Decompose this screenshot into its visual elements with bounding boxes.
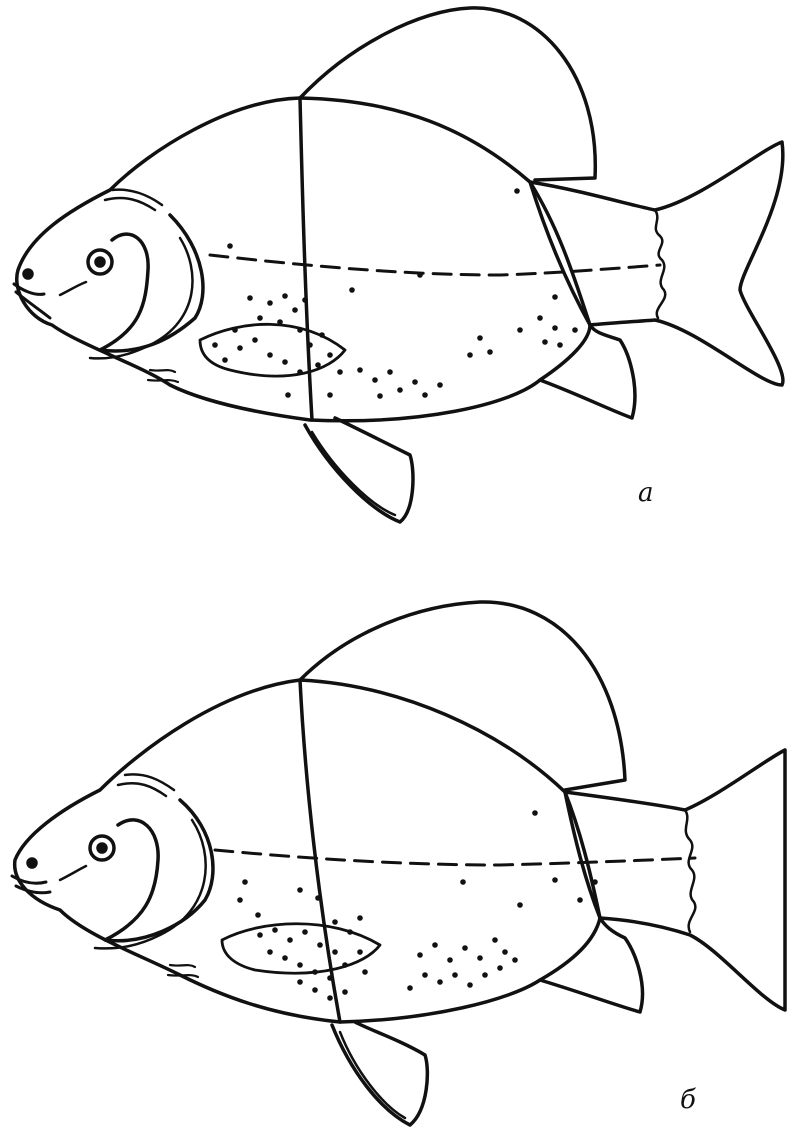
pectoral-fin: [200, 324, 345, 376]
fish-illustration-a: а: [0, 0, 790, 540]
panel-label-b: б: [680, 1085, 696, 1115]
lateral-line: [210, 255, 660, 275]
tail-scale-border: [685, 810, 695, 932]
pelvic-fin: [332, 1022, 427, 1125]
gill-cover: [105, 800, 213, 941]
mouth: [12, 876, 50, 893]
eye-pupil: [96, 258, 104, 266]
peduncle-line: [530, 182, 590, 325]
fish-illustration-b: б: [0, 580, 790, 1131]
eye-pupil: [98, 844, 106, 852]
fish-drawing-a: [0, 0, 790, 540]
nostril: [28, 859, 36, 867]
anal-fin: [540, 918, 642, 1012]
lateral-line: [215, 850, 695, 865]
fish-drawing-b: [0, 580, 790, 1131]
nostril: [24, 270, 32, 278]
spots-group-a: [212, 188, 578, 399]
panel-label-a: а: [638, 478, 654, 508]
dorsal-fin: [300, 8, 595, 180]
gill-cover: [100, 215, 203, 351]
pelvic-fin: [305, 418, 413, 522]
tail-fin: [565, 750, 785, 1010]
dorsal-fin: [300, 602, 625, 790]
